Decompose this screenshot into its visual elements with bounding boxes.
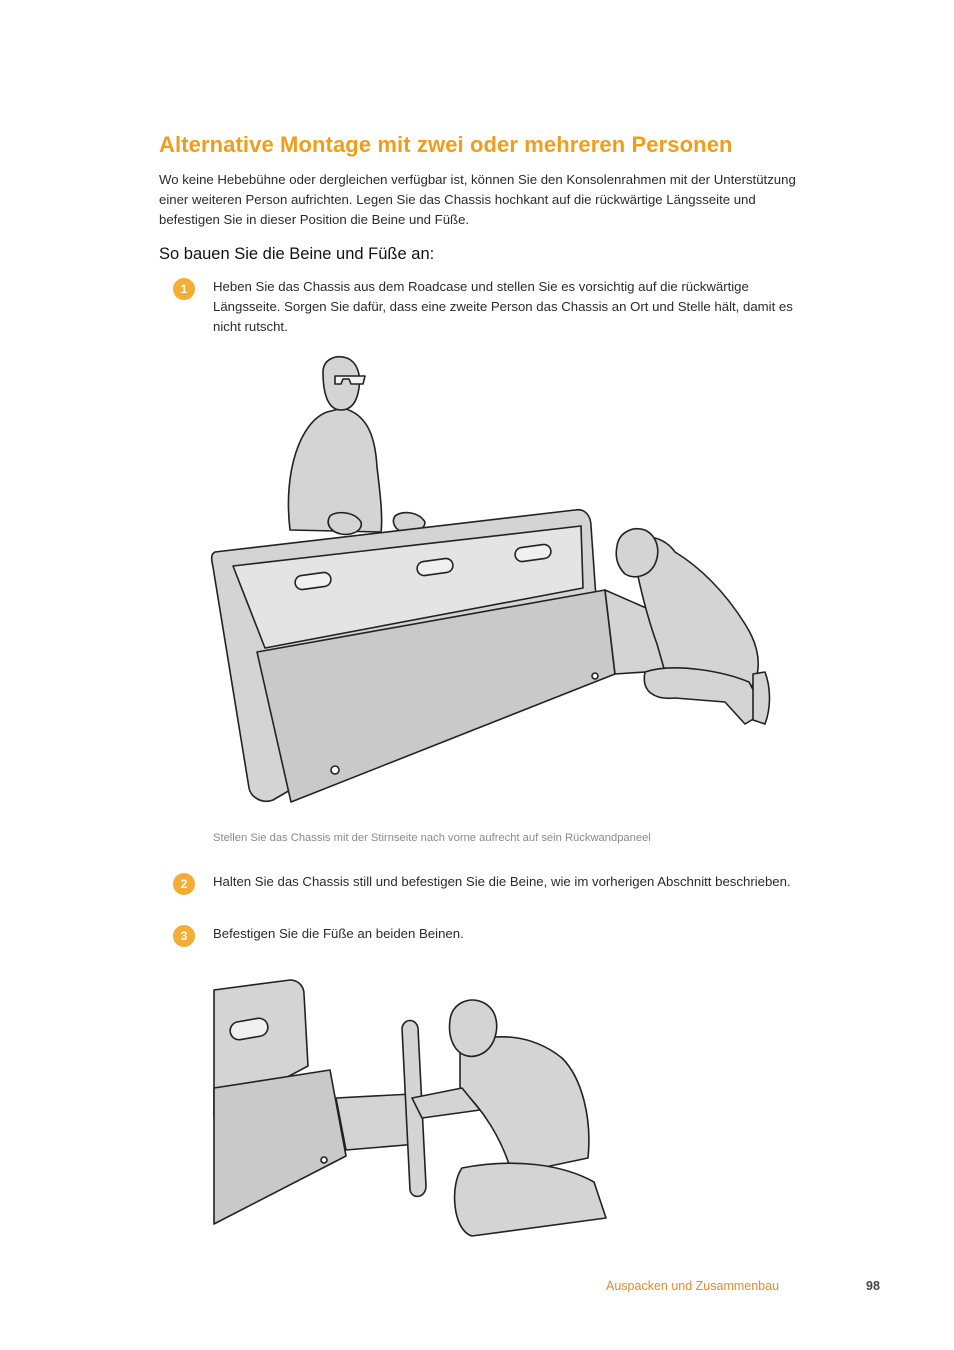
figure-caption: Stellen Sie das Chassis mit der Stirnsei… bbox=[213, 832, 651, 844]
kneeling-person-illustration bbox=[615, 528, 771, 725]
section-title: Alternative Montage mit zwei oder mehrer… bbox=[159, 132, 733, 157]
step-number-badge: 1 bbox=[173, 278, 195, 300]
chassis-illustration bbox=[210, 508, 676, 803]
standing-person-illustration bbox=[287, 356, 426, 536]
kneeling-person-illustration bbox=[411, 999, 607, 1237]
step-text: Heben Sie das Chassis aus dem Roadcase u… bbox=[213, 279, 793, 334]
chassis-illustration bbox=[213, 979, 419, 1225]
footer-page-number: 98 bbox=[866, 1279, 880, 1293]
footer-section-name: Auspacken und Zusammenbau bbox=[606, 1279, 780, 1293]
illustration-attach-feet bbox=[213, 979, 607, 1237]
step-text: Halten Sie das Chassis still und befesti… bbox=[213, 874, 791, 889]
intro-paragraph: Wo keine Hebebühne oder dergleichen verf… bbox=[159, 172, 796, 227]
step-text: Befestigen Sie die Füße an beiden Beinen… bbox=[213, 926, 464, 941]
subsection-title: So bauen Sie die Beine und Füße an: bbox=[159, 245, 435, 263]
step-number-badge: 3 bbox=[173, 925, 195, 947]
illustration-chassis-upright bbox=[210, 356, 771, 803]
foot-part-illustration bbox=[401, 1019, 427, 1198]
step-number-badge: 2 bbox=[173, 873, 195, 895]
